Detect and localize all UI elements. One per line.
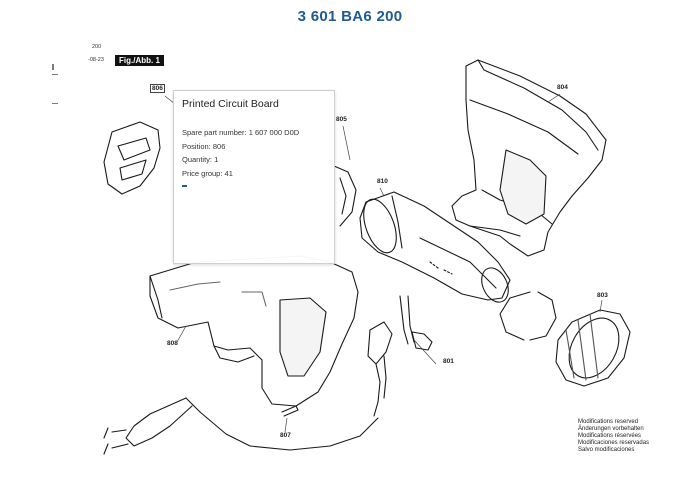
- power-cord: [103, 397, 379, 455]
- modification-note: Modificaciones reservadas: [578, 440, 650, 446]
- price-group: Price group: 41: [182, 168, 233, 178]
- fan-805: [333, 165, 357, 227]
- retaining-ring: [499, 291, 557, 341]
- cable-guard-801: [367, 295, 433, 417]
- callout-805: 805: [336, 116, 347, 123]
- modification-note: Modifications reserved: [578, 419, 639, 425]
- part-position: Position: 806: [182, 141, 226, 151]
- modification-note: Änderungen vorbehalten: [578, 426, 644, 432]
- heating-element-810: [359, 191, 511, 303]
- modification-note: Salvo modificaciones: [578, 447, 635, 453]
- callout-806: 806: [150, 84, 165, 93]
- callout-807: 807: [280, 432, 291, 439]
- modification-note: Modifications réservées: [578, 433, 642, 439]
- switch-cover-806: [103, 121, 161, 195]
- callout-803: 803: [597, 292, 608, 299]
- screw-807: [281, 405, 299, 417]
- housing-half-804: [451, 59, 607, 257]
- callout-808: 808: [167, 340, 178, 347]
- figure-label: Fig./Abb. 1: [115, 55, 164, 66]
- part-quantity: Quantity: 1: [182, 155, 219, 164]
- callout-801: 801: [443, 358, 454, 365]
- spare-part-number: Spare part number: 1 607 000 D0D: [182, 128, 300, 137]
- sheet-meta-date: -08-23: [88, 57, 104, 63]
- modification-notes: Modifications reserved Änderungen vorbeh…: [578, 419, 649, 454]
- margin-tick: [52, 74, 58, 75]
- margin-tick: [52, 103, 58, 104]
- tooltip-title: Printed Circuit Board: [182, 98, 279, 110]
- housing-half-808: [149, 255, 359, 407]
- margin-tick: [52, 64, 54, 70]
- nozzle-ring-803: [555, 309, 631, 387]
- callout-804: 804: [557, 84, 568, 91]
- sheet-meta-top: 200: [92, 44, 102, 50]
- callout-810: 810: [377, 178, 388, 185]
- part-info-tooltip: Printed Circuit Board Spare part number:…: [173, 90, 335, 264]
- document-number: 3 601 BA6 200: [297, 8, 403, 25]
- tooltip-marker[interactable]: [182, 185, 187, 187]
